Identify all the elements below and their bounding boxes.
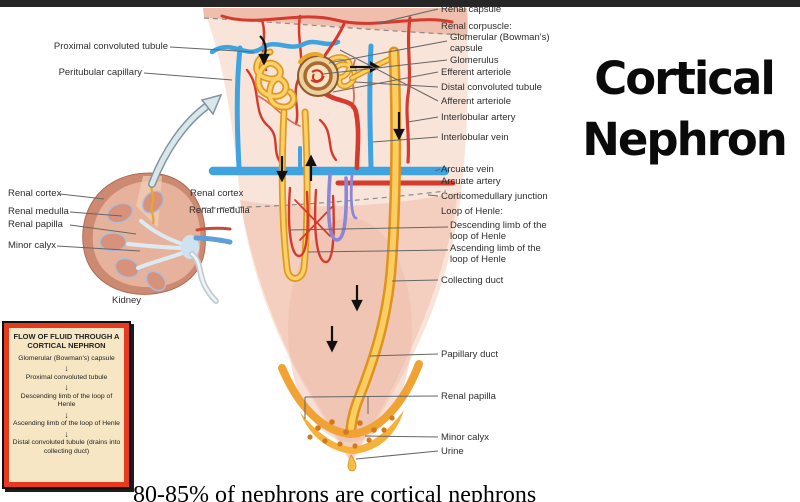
label-arcuate-vein: Arcuate vein xyxy=(441,164,494,175)
label-glomerular-capsule: Glomerular (Bowman's) capsule xyxy=(450,32,550,54)
flow-step-2: Proximal convoluted tubule xyxy=(25,373,108,381)
flow-direction-arrows xyxy=(258,35,405,353)
label-efferent-arteriole: Efferent arteriole xyxy=(441,67,512,78)
top-bar xyxy=(0,0,800,7)
label-proximal-convoluted-tubule: Proximal convoluted tubule xyxy=(53,41,168,52)
interlobular-artery xyxy=(405,16,412,164)
label-interlobular-vein: Interlobular vein xyxy=(441,132,509,143)
renal-capsule-band xyxy=(203,8,468,36)
efferent-arteriole xyxy=(319,89,361,171)
papillary-openings xyxy=(307,415,395,449)
label-mid-renal-medulla: Renal medulla xyxy=(189,205,250,216)
down-arrow-icon: ↓ xyxy=(64,409,69,420)
slide-title: Cortical Nephron xyxy=(572,48,796,170)
interlobular-vein-left xyxy=(234,45,243,170)
label-inset-renal-papilla: Renal papilla xyxy=(8,219,63,230)
label-peritubular-capillary: Peritubular capillary xyxy=(58,67,142,78)
kidney-inset xyxy=(82,93,233,304)
flow-step-3: Descending limb of the loop of Henle xyxy=(20,392,113,409)
corticomedullary-junction-line xyxy=(183,190,447,209)
label-arcuate-artery: Arcuate artery xyxy=(441,176,501,187)
flow-of-fluid-box: FLOW OF FLUID THROUGH A CORTICAL NEPHRON… xyxy=(2,321,131,489)
label-corticomedullary-junction: Corticomedullary junction xyxy=(441,191,548,202)
label-renal-papilla: Renal papilla xyxy=(441,391,496,402)
label-papillary-duct: Papillary duct xyxy=(441,349,499,360)
renal-vein xyxy=(193,235,233,245)
slide-title-line1: Cortical xyxy=(594,52,776,105)
flow-step-5: Distal convoluted tubule (drains into co… xyxy=(12,439,121,455)
leader-lines xyxy=(56,8,449,460)
bottom-caption: 80-85% of nephrons are cortical nephrons xyxy=(133,482,537,502)
down-arrow-icon: ↓ xyxy=(64,428,69,439)
vasa-recta xyxy=(287,173,358,264)
slide-title-line2: Nephron xyxy=(582,113,788,167)
label-collecting-duct: Collecting duct xyxy=(441,275,504,286)
renal-papilla xyxy=(278,360,423,472)
renal-artery xyxy=(195,226,232,232)
label-afferent-arteriole: Afferent arteriole xyxy=(441,96,512,107)
label-inset-renal-medulla: Renal medulla xyxy=(8,206,69,217)
flow-step-4: Ascending limb of the loop of Henle xyxy=(13,420,120,428)
label-inset-renal-cortex: Renal cortex xyxy=(8,188,62,199)
interlobular-vein xyxy=(367,43,374,170)
label-descending-limb: Descending limb of the loop of Henle xyxy=(450,220,547,242)
flow-box-title: FLOW OF FLUID THROUGH A CORTICAL NEPHRON xyxy=(13,332,120,351)
label-kidney-caption: Kidney xyxy=(112,295,142,306)
nephron-tissue xyxy=(183,8,468,464)
label-glomerulus: Glomerulus xyxy=(450,55,499,66)
label-distal-convoluted-tubule: Distal convoluted tubule xyxy=(441,82,542,93)
ureter xyxy=(189,251,219,304)
renal-pyramids xyxy=(99,190,167,292)
label-mid-renal-cortex: Renal cortex xyxy=(190,188,244,199)
urine-drop xyxy=(347,454,357,472)
down-arrow-icon: ↓ xyxy=(64,382,69,393)
label-urine: Urine xyxy=(441,446,464,457)
label-ascending-limb: Ascending limb of the loop of Henle xyxy=(450,243,541,265)
label-renal-capsule: Renal capsule xyxy=(441,4,502,15)
label-interlobular-artery: Interlobular artery xyxy=(441,112,516,123)
label-minor-calyx: Minor calyx xyxy=(441,432,490,443)
label-loop-of-henle: Loop of Henle: xyxy=(441,206,503,217)
nephron-tubules xyxy=(253,46,402,434)
label-renal-corpuscle: Renal corpuscle: xyxy=(441,21,512,32)
label-inset-minor-calyx: Minor calyx xyxy=(8,240,57,251)
flow-step-1: Glomerular (Bowman's) capsule xyxy=(18,354,115,362)
kidney-to-diagram-arrow xyxy=(148,93,223,188)
down-arrow-icon: ↓ xyxy=(64,363,69,374)
glomerulus xyxy=(297,52,339,97)
flow-of-fluid-box-inner: FLOW OF FLUID THROUGH A CORTICAL NEPHRON… xyxy=(4,323,129,487)
calyces xyxy=(126,219,187,270)
